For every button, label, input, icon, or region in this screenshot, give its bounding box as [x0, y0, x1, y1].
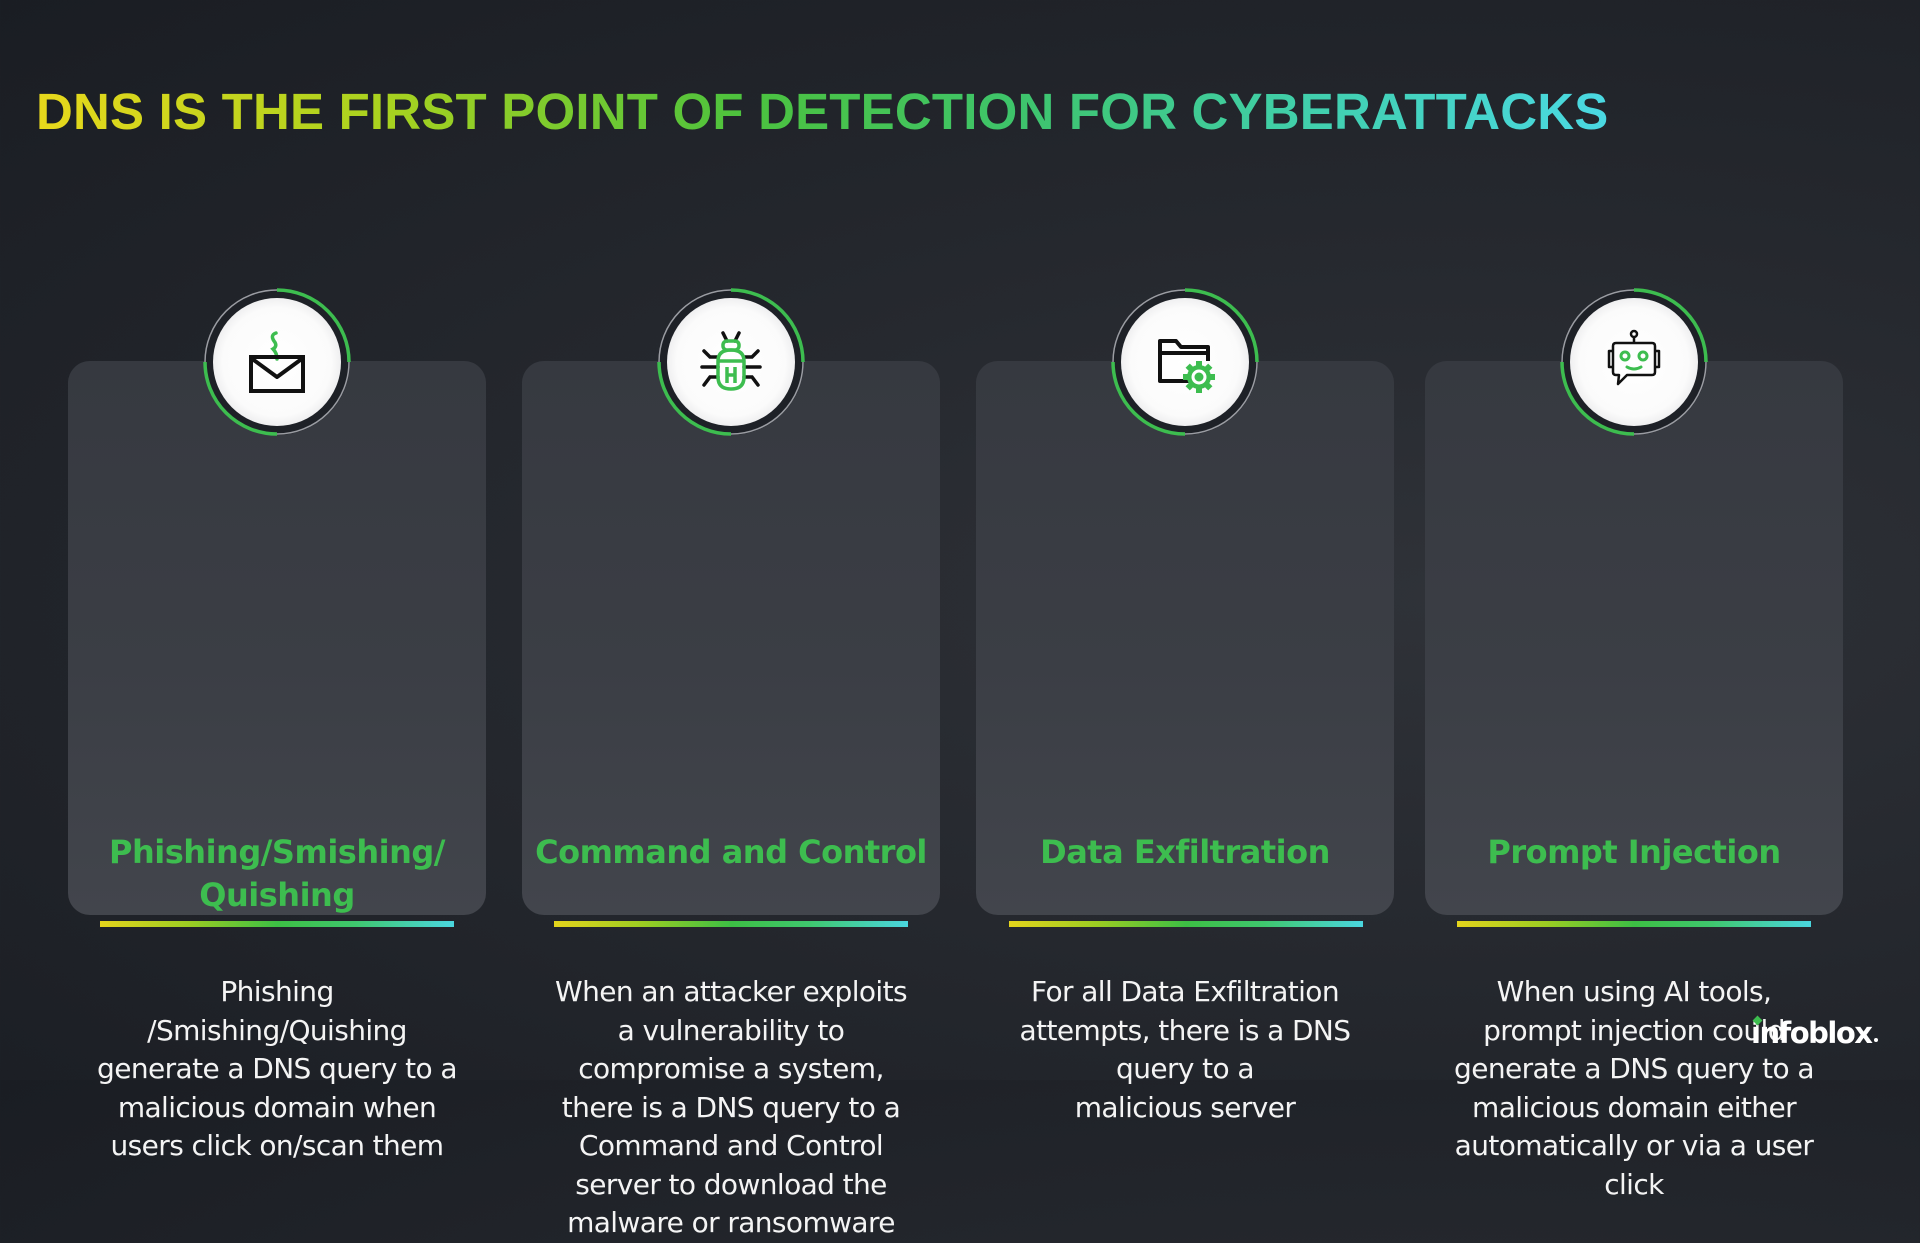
icon-badge-phishing — [201, 286, 353, 438]
card-body: When an attacker exploits a vulnerabilit… — [555, 975, 908, 1239]
phishing-email-hook-icon — [249, 331, 305, 393]
card-body: When using AI tools, prompt injection co… — [1454, 975, 1814, 1201]
registered-mark-icon — [1874, 1038, 1878, 1042]
card-heading: Data Exfiltration — [1040, 833, 1330, 871]
gradient-divider — [100, 921, 454, 927]
gradient-divider — [1457, 921, 1811, 927]
chatbot-icon — [1607, 329, 1661, 386]
icon-badge-command-and-control — [655, 286, 807, 438]
bug-icon — [700, 331, 762, 391]
card-heading: Command and Control — [535, 833, 927, 871]
folder-gear-icon — [1158, 339, 1215, 393]
card-data-exfiltration: Data Exfiltration For all Data Exfiltrat… — [976, 361, 1394, 1124]
icon-badge-data-exfiltration — [1109, 286, 1261, 438]
infoblox-logo: infoblox — [1751, 1016, 1873, 1050]
card-command-and-control: Command and Control When an attacker exp… — [522, 361, 940, 1239]
gradient-divider — [1009, 921, 1363, 927]
gradient-divider — [554, 921, 908, 927]
card-body: For all Data Exfiltration attempts, ther… — [1019, 975, 1352, 1124]
icon-badge-prompt-injection — [1558, 286, 1710, 438]
card-heading: Prompt Injection — [1487, 833, 1781, 871]
slide-title: DNS IS THE FIRST POINT OF DETECTION FOR … — [36, 83, 1609, 140]
card-heading: Phishing/Smishing/ Quishing — [109, 833, 445, 914]
card-phishing: Phishing/Smishing/ Quishing Phishing /Sm… — [68, 361, 486, 1162]
card-prompt-injection: Prompt Injection When using AI tools, pr… — [1425, 361, 1843, 1201]
card-body: Phishing /Smishing/Quishing generate a D… — [97, 975, 457, 1162]
